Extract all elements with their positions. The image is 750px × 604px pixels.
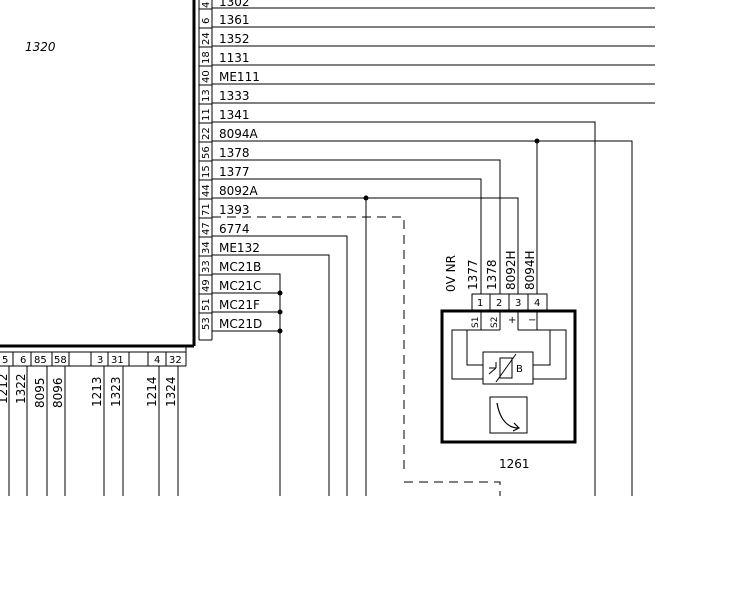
bottom-wire-label-6: 1214 <box>145 376 159 407</box>
wire-labels: 1302 1361 1352 1131 ME111 1333 1341 8094… <box>219 0 262 331</box>
knock-sensor-icon <box>489 396 528 434</box>
wire-label-16: MC21F <box>219 298 260 312</box>
wire-label-7: 8094A <box>219 127 259 141</box>
wire-label-14: MC21B <box>219 260 261 274</box>
sensor-symbol-letter: B <box>516 364 523 375</box>
ecu-pin-5: 13 <box>201 89 212 102</box>
bottom-pin-6: 4 <box>154 355 160 366</box>
bottom-wire-label-4: 1213 <box>90 376 104 407</box>
ecu-pin-13: 34 <box>201 241 212 254</box>
sensor-pin-mark-0: S1 <box>471 317 481 328</box>
ecu-pin-11: 71 <box>201 203 212 216</box>
ecu-pin-9: 15 <box>201 165 212 178</box>
connector-pin-2: 3 <box>515 298 521 309</box>
bottom-pin-0: 5 <box>2 355 8 366</box>
sensor-element-symbol <box>482 351 534 385</box>
wire-label-12: 6774 <box>219 222 250 236</box>
wire-label-17: MC21D <box>219 317 262 331</box>
ecu-pin-1: 6 <box>201 18 212 24</box>
connector-pin-0: 1 <box>477 298 483 309</box>
sensor-label: 1261 <box>499 457 530 471</box>
bottom-pin-3: 58 <box>54 355 67 366</box>
wire-label-4: ME111 <box>219 70 260 84</box>
connector-label-1: 1378 <box>485 259 499 290</box>
ecu-pin-0: 4 <box>201 2 212 8</box>
bottom-pin-1: 6 <box>20 355 26 366</box>
ecu-pin-4: 40 <box>201 70 212 83</box>
ecu-pin-10: 44 <box>201 184 212 197</box>
bottom-pin-4: 3 <box>97 355 103 366</box>
junction-dots <box>277 138 540 334</box>
ecu-pin-3: 18 <box>201 51 212 64</box>
ecu-pin-14: 33 <box>201 260 212 273</box>
shield-dashed-line <box>212 216 501 496</box>
ecu-right-pins: 4 6 24 18 40 13 11 22 56 15 44 71 47 34 … <box>199 2 212 330</box>
ecu-pin-15: 49 <box>201 279 212 292</box>
connector-wire-labels: 0V NR 1377 1378 8092H 8094H <box>444 250 537 292</box>
wire-label-5: 1333 <box>219 89 250 103</box>
ecu-output-wires <box>212 7 655 496</box>
sensor-1261: S1 S2 + − B 1261 <box>440 309 577 471</box>
connector-label-2: 8092H <box>504 250 518 290</box>
connector-label-3: 8094H <box>523 250 537 290</box>
bottom-wire-label-2: 8095 <box>33 377 47 408</box>
wire-label-13: ME132 <box>219 241 260 255</box>
connector-pin-1: 2 <box>496 298 502 309</box>
bottom-wire-label-5: 1323 <box>109 376 123 407</box>
sensor-pin-mark-2: + <box>508 315 516 326</box>
connector-side-label: 0V NR <box>444 255 458 292</box>
bottom-wires <box>8 366 179 496</box>
wire-label-8: 1378 <box>219 146 250 160</box>
bottom-wire-label-3: 8096 <box>51 377 65 408</box>
wire-label-3: 1131 <box>219 51 250 65</box>
wire-label-10: 8092A <box>219 184 259 198</box>
sensor-pin-mark-3: − <box>528 315 536 326</box>
wire-label-0: 1302 <box>219 0 250 9</box>
wire-label-9: 1377 <box>219 165 250 179</box>
ecu-label: 1320 <box>25 40 56 54</box>
ecu-pin-7: 22 <box>201 127 212 140</box>
bottom-pin-2: 85 <box>34 355 47 366</box>
ecu-pin-2: 24 <box>201 32 212 45</box>
connector-pin-3: 4 <box>534 298 540 309</box>
bottom-pin-7: 32 <box>169 355 182 366</box>
ecu-pin-17: 53 <box>201 317 212 330</box>
ecu-pin-8: 56 <box>201 146 212 159</box>
wire-label-2: 1352 <box>219 32 250 46</box>
wire-label-6: 1341 <box>219 108 250 122</box>
bottom-wire-label-0: 1212 <box>0 373 10 404</box>
wire-label-15: MC21C <box>219 279 261 293</box>
ecu-pin-16: 51 <box>201 298 212 311</box>
bottom-wire-label-1: 1322 <box>14 373 28 404</box>
wire-label-11: 1393 <box>219 203 250 217</box>
ecu-pin-6: 11 <box>201 108 212 121</box>
connector-label-0: 1377 <box>466 259 480 290</box>
ecu-pin-12: 47 <box>201 222 212 235</box>
ecu-bottom-connector: 5 6 85 58 3 31 4 32 <box>0 346 187 367</box>
wire-label-1: 1361 <box>219 13 250 27</box>
ecu-1320: 1320 <box>0 0 213 348</box>
bottom-pin-5: 31 <box>111 355 124 366</box>
bottom-wire-labels: 1212 1322 8095 8096 1213 1323 1214 1324 <box>0 373 178 408</box>
bottom-wire-label-7: 1324 <box>164 376 178 407</box>
sensor-pin-mark-1: S2 <box>490 317 500 328</box>
